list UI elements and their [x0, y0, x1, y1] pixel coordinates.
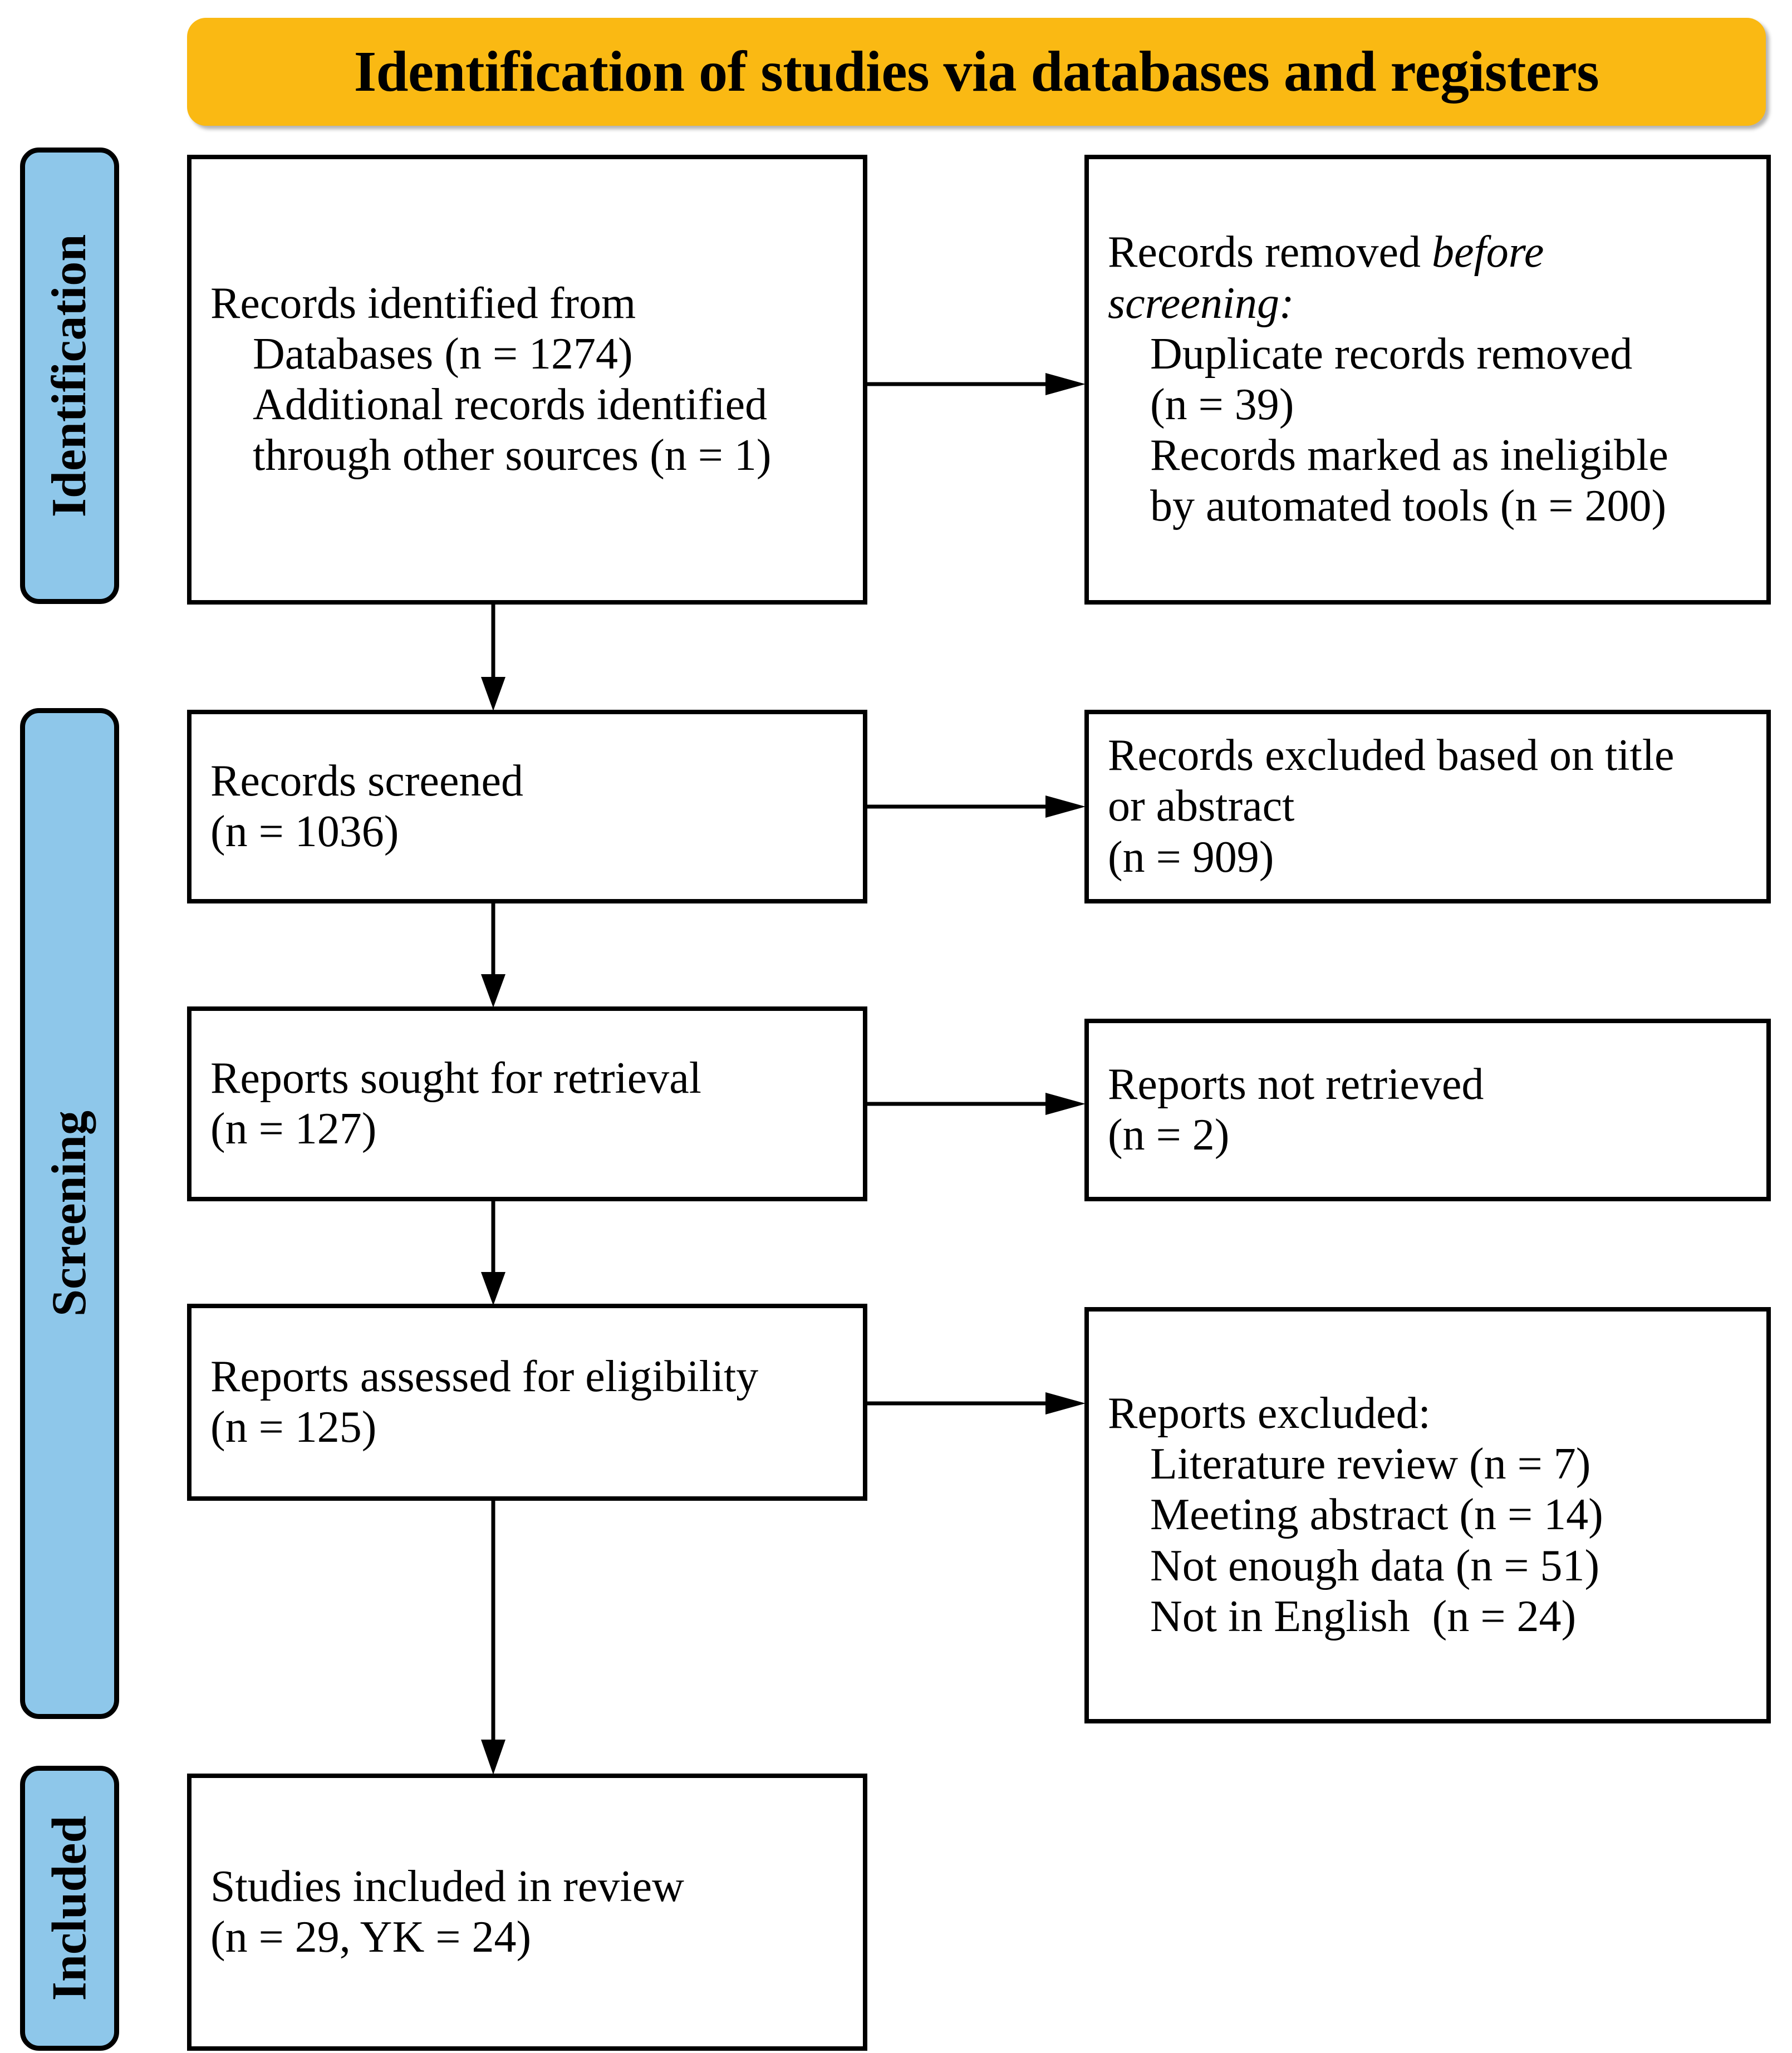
phase-label-identification: Identification — [42, 234, 97, 518]
box-records-removed-text: Records removed before screening: Duplic… — [1089, 227, 1766, 532]
phase-bar-included: Included — [20, 1766, 119, 2051]
arrow-identified-to-removed-icon — [867, 373, 1086, 395]
box-reports-not-retrieved-text: Reports not retrieved (n = 2) — [1089, 1059, 1766, 1161]
line-literature-review: Literature review (n = 7) — [1150, 1440, 1591, 1489]
box-records-screened: Records screened (n = 1036) — [187, 710, 867, 903]
box-reports-not-retrieved: Reports not retrieved (n = 2) — [1084, 1019, 1771, 1201]
line-reports-sought-count: (n = 127) — [210, 1104, 377, 1153]
box-records-identified: Records identified from Databases (n = 1… — [187, 155, 867, 605]
box-records-excluded-title-abstract: Records excluded based on title or abstr… — [1084, 710, 1771, 903]
box-studies-included: Studies included in review (n = 29, YK =… — [187, 1774, 867, 2051]
line-studies-included: Studies included in review — [210, 1862, 684, 1911]
line-studies-included-count: (n = 29, YK = 24) — [210, 1913, 532, 1962]
box-reports-excluded-text: Reports excluded: Literature review (n =… — [1089, 1388, 1766, 1642]
line-meeting-abstract: Meeting abstract (n = 14) — [1150, 1490, 1603, 1540]
arrow-screened-to-sought-icon — [481, 902, 505, 1008]
line-not-enough-data: Not enough data (n = 51) — [1150, 1541, 1600, 1590]
box-reports-sought: Reports sought for retrieval (n = 127) — [187, 1006, 867, 1201]
line-excluded-count: (n = 909) — [1108, 832, 1274, 882]
line-additional-records: Additional records identified — [253, 380, 768, 429]
line-reports-assessed: Reports assessed for eligibility — [210, 1352, 759, 1401]
line-records-screened-count: (n = 1036) — [210, 807, 399, 856]
line-records-removed-before: before — [1432, 228, 1544, 277]
box-reports-assessed: Reports assessed for eligibility (n = 12… — [187, 1304, 867, 1501]
box-reports-excluded: Reports excluded: Literature review (n =… — [1084, 1307, 1771, 1723]
line-reports-excluded-heading: Reports excluded: — [1108, 1389, 1431, 1438]
arrow-identified-to-screened-icon — [481, 603, 505, 711]
line-screening-colon: screening: — [1108, 278, 1294, 328]
phase-bar-identification: Identification — [20, 148, 119, 604]
arrow-sought-to-assessed-icon — [481, 1200, 505, 1305]
phase-bar-screening: Screening — [20, 708, 119, 1719]
diagram-title-banner: Identification of studies via databases … — [187, 18, 1766, 126]
box-records-removed: Records removed before screening: Duplic… — [1084, 155, 1771, 605]
box-studies-included-text: Studies included in review (n = 29, YK =… — [192, 1862, 863, 1963]
box-records-screened-text: Records screened (n = 1036) — [192, 756, 863, 857]
arrow-assessed-to-included-icon — [481, 1499, 505, 1775]
line-automated-tools-count: by automated tools (n = 200) — [1150, 482, 1667, 531]
line-marked-ineligible: Records marked as ineligible — [1150, 431, 1668, 480]
line-reports-not-retrieved: Reports not retrieved — [1108, 1059, 1484, 1109]
line-reports-not-retrieved-count: (n = 2) — [1108, 1111, 1230, 1160]
box-reports-sought-text: Reports sought for retrieval (n = 127) — [192, 1053, 863, 1155]
line-records-screened: Records screened — [210, 756, 523, 806]
line-not-in-english: Not in English (n = 24) — [1150, 1592, 1577, 1641]
line-records-removed-lead: Records removed — [1108, 228, 1432, 277]
arrow-screened-to-excluded-icon — [867, 795, 1086, 818]
arrow-sought-to-not-retrieved-icon — [867, 1093, 1086, 1115]
line-or-abstract: or abstract — [1108, 782, 1295, 831]
phase-label-screening: Screening — [42, 1111, 97, 1317]
page-title: Identification of studies via databases … — [354, 40, 1599, 104]
box-records-identified-text: Records identified from Databases (n = 1… — [192, 278, 863, 482]
arrow-assessed-to-reports-excluded-icon — [867, 1392, 1086, 1414]
line-databases-count: Databases (n = 1274) — [253, 329, 633, 379]
box-records-excluded-title-abstract-text: Records excluded based on title or abstr… — [1089, 730, 1766, 883]
line-other-sources-count: through other sources (n = 1) — [253, 431, 772, 480]
line-reports-sought: Reports sought for retrieval — [210, 1053, 701, 1103]
line-excluded-based-on-title: Records excluded based on title — [1108, 731, 1675, 780]
line-duplicate-count: (n = 39) — [1150, 380, 1294, 429]
line-records-removed: Records removed before — [1108, 227, 1747, 278]
line-reports-assessed-count: (n = 125) — [210, 1403, 377, 1452]
phase-label-included: Included — [42, 1815, 97, 2001]
line-records-identified-from: Records identified from — [210, 278, 636, 328]
box-reports-assessed-text: Reports assessed for eligibility (n = 12… — [192, 1352, 863, 1453]
line-duplicate-records-removed: Duplicate records removed — [1150, 329, 1633, 379]
